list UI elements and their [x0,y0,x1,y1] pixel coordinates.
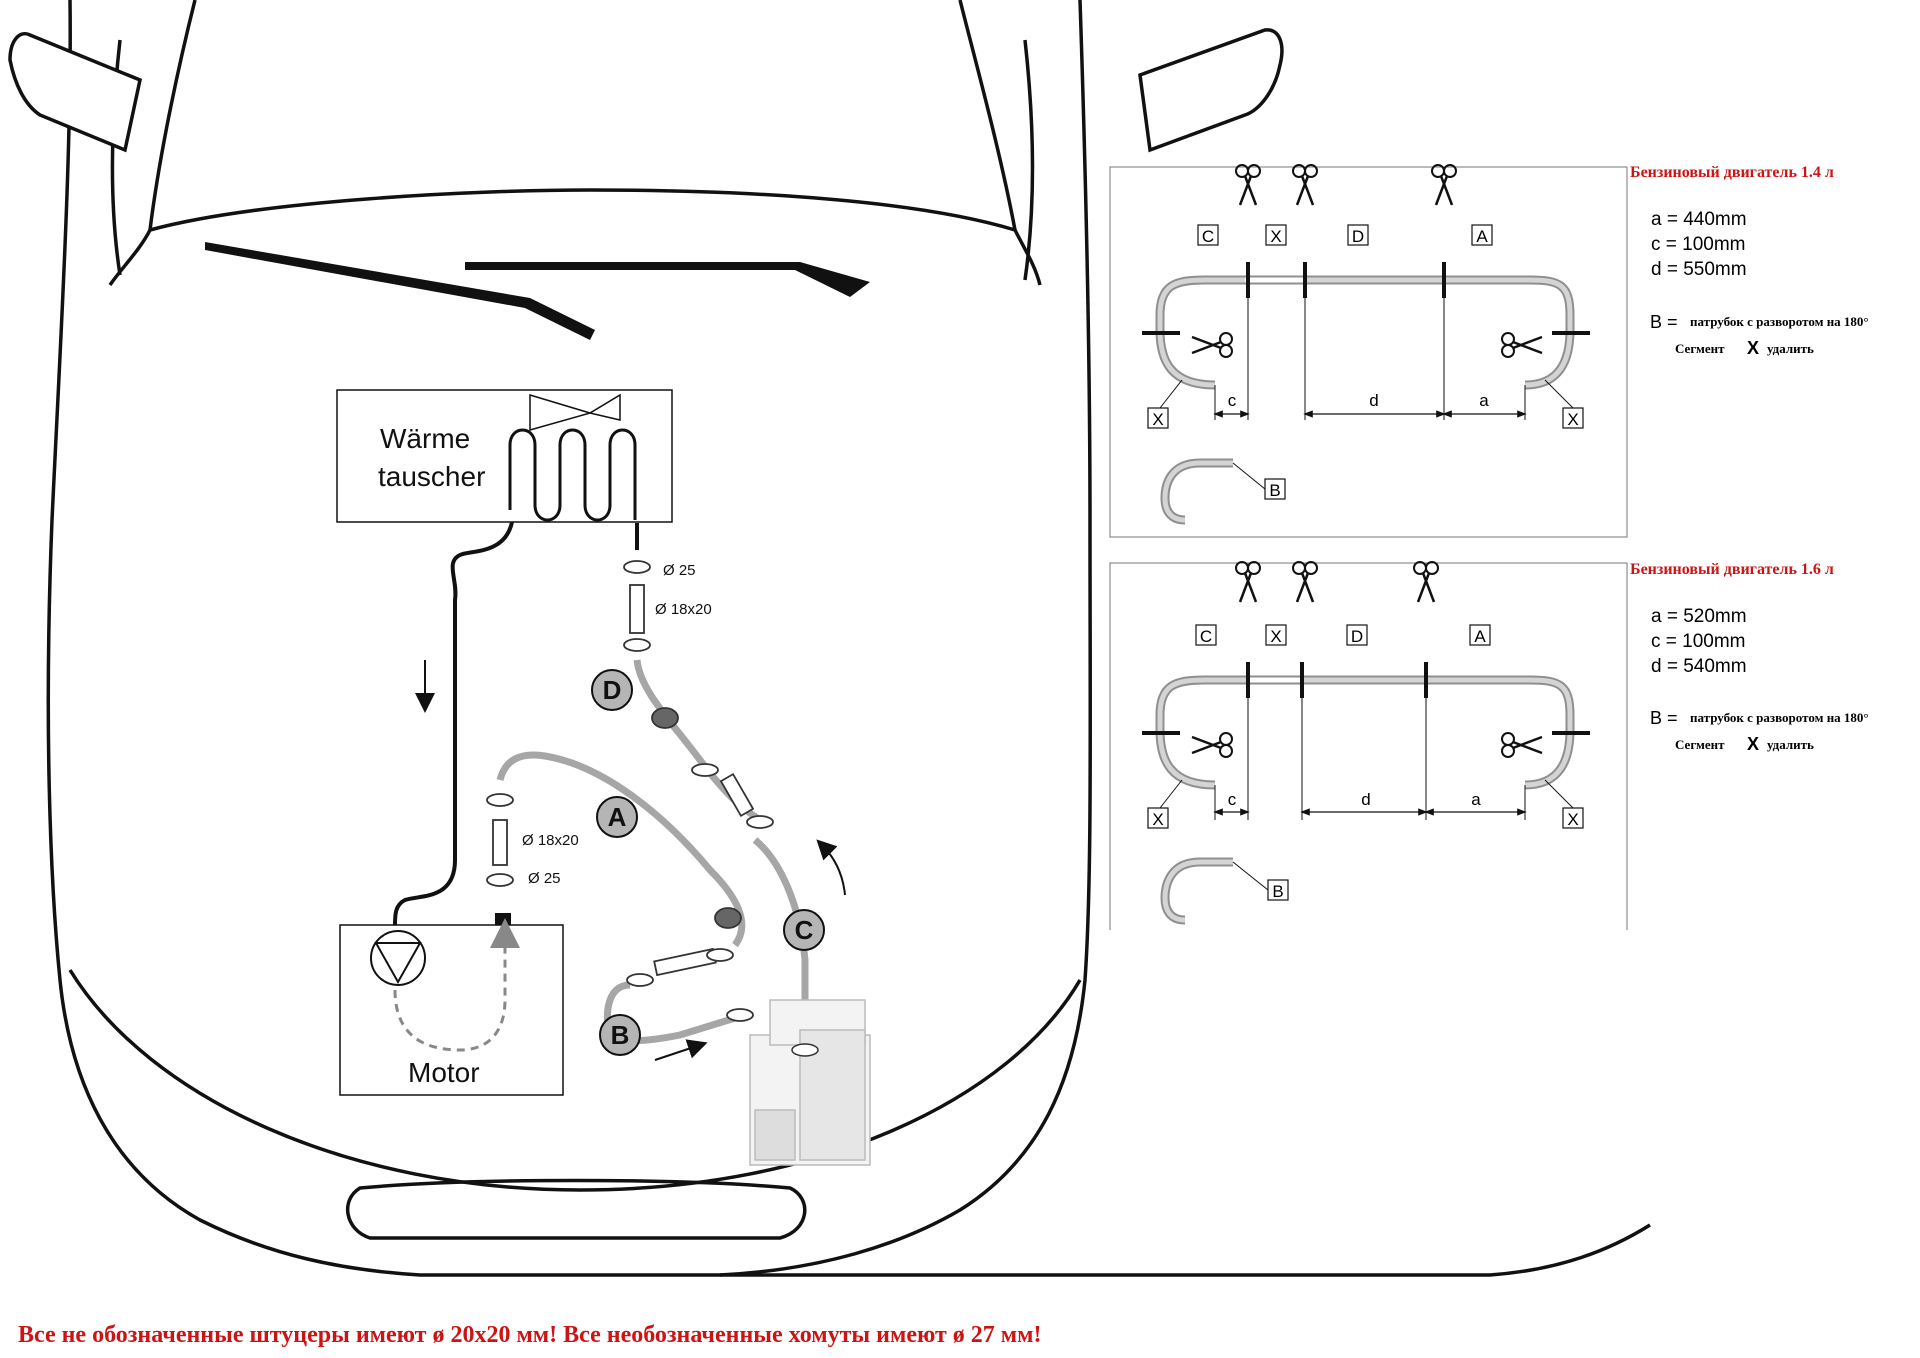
hose-badge-c: C [783,909,825,951]
hose-c [752,837,809,1040]
panel-title: Бензиновый двигатель 1.6 л [1630,561,1834,578]
x-note-letter: X [1747,734,1759,754]
hose-badge-a: A [596,796,638,838]
heat-exchanger-label: Wärme [380,423,470,454]
svg-text:B: B [611,1020,630,1050]
x-note-letter: X [1747,338,1759,358]
dimension-a: a = 440mm [1651,209,1747,230]
x-note-prefix: Сегмент [1675,737,1725,752]
dimension-d: d = 540mm [1651,656,1747,677]
tag-x-right: X [1567,410,1578,429]
dimension-c: c = 100mm [1651,234,1746,255]
fitting-label-clamp-a: Ø 25 [528,870,561,887]
tag-b: B [1272,882,1283,901]
tag-c: C [1202,227,1214,246]
dim-label-c: c [1228,391,1237,410]
hose-fittings [486,560,819,1057]
tag-a: A [1476,227,1488,246]
grille-outline [345,1178,807,1240]
flow-arrow-b [654,1039,708,1061]
svg-text:C: C [795,915,814,945]
tag-x-right: X [1567,810,1578,829]
svg-text:A: A [608,802,627,832]
tag-x-left: X [1152,810,1163,829]
svg-text:D: D [603,675,622,705]
tag-x: X [1270,627,1281,646]
tag-d: D [1351,627,1363,646]
panel-1-6l: C X D A X X B [1109,560,1869,930]
car-body-outline [46,0,1651,1277]
panel-title: Бензиновый двигатель 1.4 л [1630,164,1834,181]
left-mirror [8,32,143,153]
flow-arrow-c [816,839,846,896]
b-note: патрубок с разворотом на 180° [1690,710,1869,725]
car-outline [46,0,1651,1277]
heat-exchanger: Wärme tauscher [336,389,673,523]
b-prefix: B = [1650,312,1678,332]
panel-1-4l: C X D A X X B [1109,163,1869,538]
wiper-left [205,242,595,340]
pump-icon [370,930,426,986]
dimension-a: a = 520mm [1651,606,1747,627]
fitting-label-connector-d: Ø 18x20 [655,601,712,618]
fitting-label-connector-a: Ø 18x20 [522,832,579,849]
x-note-suffix: удалить [1767,737,1814,752]
engine-label: Motor [408,1057,480,1088]
tag-c: C [1200,627,1212,646]
b-prefix: B = [1650,708,1678,728]
hose-a [496,751,746,948]
tag-b: B [1269,481,1280,500]
tag-a: A [1474,627,1486,646]
heater-unit [749,999,871,1166]
dimension-c: c = 100mm [1651,631,1746,652]
x-note-prefix: Сегмент [1675,341,1725,356]
heat-exchanger-label-2: tauscher [378,461,485,492]
wiper-right [465,262,870,297]
fitting-label-clamp-d: Ø 25 [663,562,696,579]
dim-label-c: c [1228,790,1237,809]
fan-icon [529,393,621,431]
tag-x-left: X [1152,410,1163,429]
dimension-d: d = 550mm [1651,259,1747,280]
hose-badge-b: B [599,1014,641,1056]
footer-note: Все не обозначенные штуцеры имеют ø 20x2… [18,1322,1042,1348]
hose-badge-d: D [591,669,633,711]
dim-label-a: a [1479,391,1489,410]
tag-x: X [1270,227,1281,246]
right-mirror [1138,28,1284,153]
coolant-return-line [393,521,514,926]
engine-block: Motor [339,913,564,1096]
dim-label-d: d [1361,790,1370,809]
b-note: патрубок с разворотом на 180° [1690,314,1869,329]
x-note-suffix: удалить [1767,341,1814,356]
dim-label-d: d [1369,391,1378,410]
dim-label-a: a [1471,790,1481,809]
tag-d: D [1352,227,1364,246]
